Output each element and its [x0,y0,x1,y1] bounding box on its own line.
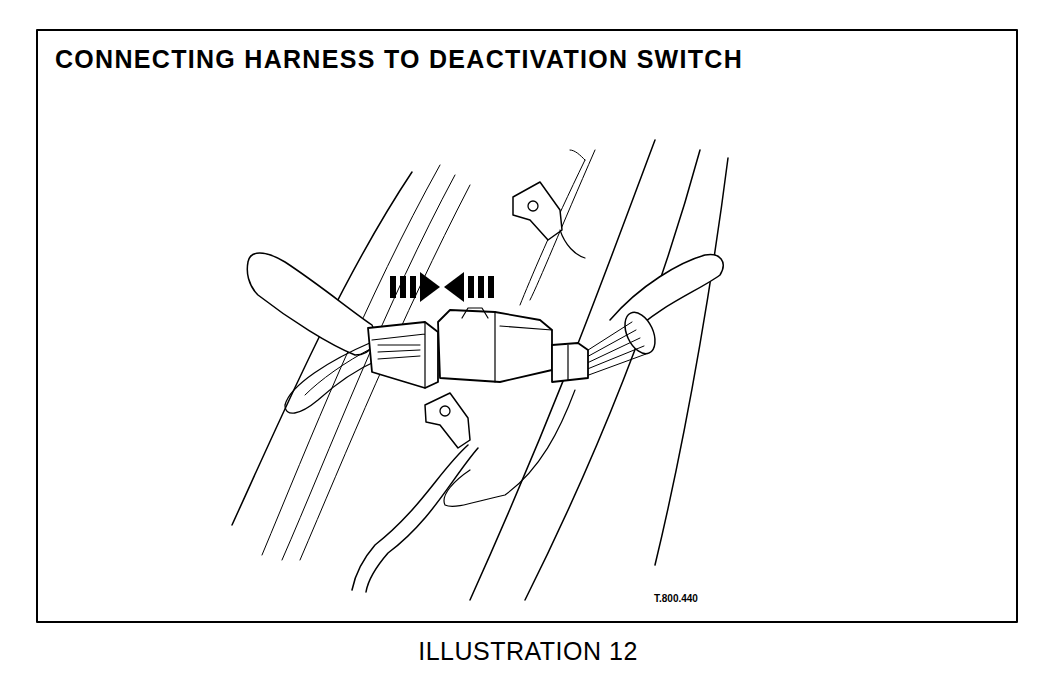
arrow-head [420,272,440,302]
pillar-edge [570,150,585,160]
figure-title: CONNECTING HARNESS TO DEACTIVATION SWITC… [55,45,743,74]
pillar-edge [262,165,440,555]
connector-detail [372,322,425,388]
arrow-bar [390,276,396,298]
connector-tab [567,345,568,380]
arrow-head [444,272,464,302]
arrow-bar [478,276,484,298]
figure-caption: ILLUSTRATION 12 [0,637,1056,666]
harness-wires [585,322,646,376]
harness-wire [366,448,478,592]
bracket-hole [528,201,538,211]
hand-finger [247,253,375,355]
illustration-lines [37,30,1017,622]
pillar-edge [655,158,728,565]
frame-border [37,30,1017,622]
drawing-code: T.800.440 [652,593,700,604]
connector-pins [378,345,420,359]
switch-wires [305,348,372,395]
switch-wires [285,342,378,413]
bracket-strap [560,230,585,258]
connector-latch [462,308,552,382]
harness-wire [352,445,468,590]
mounting-bracket [425,393,470,448]
arrow-bar [400,276,406,298]
connector-tab [552,343,588,382]
pillar-edge [282,175,455,560]
push-arrows [390,272,494,302]
arrow-bar [488,276,494,298]
harness-sleeve [619,308,661,359]
arrow-bar [468,276,474,298]
connector-half [368,322,438,388]
mounting-bracket [513,182,562,240]
arrow-bar [410,276,416,298]
bracket-hole [440,406,450,416]
